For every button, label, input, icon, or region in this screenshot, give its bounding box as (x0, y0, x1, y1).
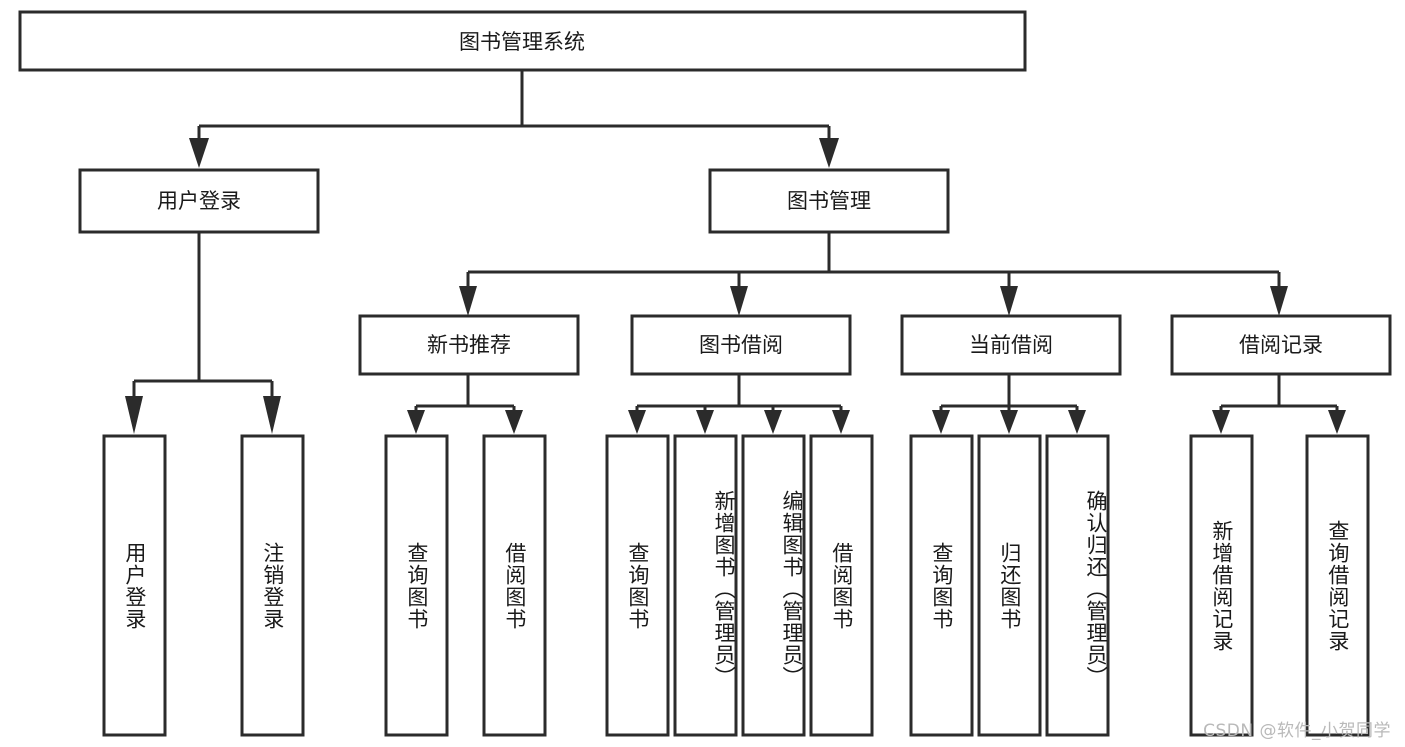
node-user-login-label: 用户登录 (157, 189, 241, 213)
arrow-head-book-borrow (730, 286, 748, 316)
node-book-borrow[interactable]: 图书借阅 (630, 314, 852, 376)
arrow-head-leaf-query-book-1 (407, 410, 425, 434)
node-leaf-query-book-2-box[interactable] (605, 434, 670, 737)
node-book-manage-box[interactable] (708, 168, 950, 234)
node-leaf-return-book-box[interactable] (977, 434, 1042, 737)
node-leaf-borrow-book-1-box[interactable] (482, 434, 547, 737)
node-new-book-recommend-box[interactable] (358, 314, 580, 376)
connector-group-book-manage (459, 233, 1288, 316)
node-borrow-record-label: 借阅记录 (1239, 333, 1323, 357)
arrow-head-leaf-edit-book (764, 410, 782, 434)
node-current-borrow-box[interactable] (900, 314, 1122, 376)
arrow-head-leaf-return-book (1000, 410, 1018, 434)
node-borrow-record[interactable]: 借阅记录 (1170, 314, 1392, 376)
node-root-box[interactable] (18, 10, 1027, 72)
connector-group-user-login (125, 233, 281, 434)
node-leaf-query-book-3-box[interactable] (909, 434, 974, 737)
node-user-login-box[interactable] (78, 168, 320, 234)
node-book-borrow-box[interactable] (630, 314, 852, 376)
node-leaf-user-login-box[interactable] (102, 434, 167, 737)
node-current-borrow[interactable]: 当前借阅 (900, 314, 1122, 376)
arrow-head-current-borrow (1000, 286, 1018, 316)
node-leaf-logout-login-box[interactable] (240, 434, 305, 737)
node-leaf-borrow-book-2-box[interactable] (809, 434, 874, 737)
node-root-label: 图书管理系统 (459, 30, 585, 54)
leaf-box-group (102, 434, 1370, 737)
arrow-head-leaf-add-record (1212, 410, 1230, 434)
node-leaf-query-book-1-box[interactable] (384, 434, 449, 737)
node-leaf-add-record-box[interactable] (1189, 434, 1254, 737)
node-current-borrow-label: 当前借阅 (969, 333, 1053, 357)
connector-group-new-book-recommend (407, 374, 523, 434)
connector-group-borrow-record (1212, 374, 1346, 434)
csdn-watermark: CSDN @软件_小贺同学 (1203, 721, 1391, 741)
arrow-head-book-manage (819, 138, 839, 168)
node-new-book-recommend[interactable]: 新书推荐 (358, 314, 580, 376)
arrow-head-leaf-add-book (696, 410, 714, 434)
node-leaf-edit-book-box[interactable] (741, 434, 806, 737)
arrow-head-new-book-recommend (459, 286, 477, 316)
connector-group-book-borrow (628, 374, 850, 434)
arrow-head-leaf-user-login (125, 396, 143, 434)
arrow-head-leaf-query-book-3 (932, 410, 950, 434)
arrow-head-leaf-borrow-book-2 (832, 410, 850, 434)
node-book-manage[interactable]: 图书管理 (708, 168, 950, 234)
node-borrow-record-box[interactable] (1170, 314, 1392, 376)
arrow-head-leaf-confirm-return (1068, 410, 1086, 434)
arrow-head-leaf-logout-login (263, 396, 281, 434)
node-root[interactable]: 图书管理系统 (18, 10, 1027, 72)
arrow-head-borrow-record (1270, 286, 1288, 316)
node-leaf-confirm-return-box[interactable] (1045, 434, 1110, 737)
connector-group-root (189, 70, 839, 168)
arrow-head-user-login (189, 138, 209, 168)
connector-group-current-borrow (932, 374, 1086, 434)
node-book-borrow-label: 图书借阅 (699, 333, 783, 357)
node-leaf-query-record-box[interactable] (1305, 434, 1370, 737)
arrow-head-leaf-borrow-book-1 (505, 410, 523, 434)
arrow-head-leaf-query-book-2 (628, 410, 646, 434)
node-book-manage-label: 图书管理 (787, 189, 871, 213)
arrow-head-leaf-query-record (1328, 410, 1346, 434)
node-leaf-add-book-box[interactable] (673, 434, 738, 737)
node-user-login[interactable]: 用户登录 (78, 168, 320, 234)
node-new-book-recommend-label: 新书推荐 (427, 333, 511, 357)
